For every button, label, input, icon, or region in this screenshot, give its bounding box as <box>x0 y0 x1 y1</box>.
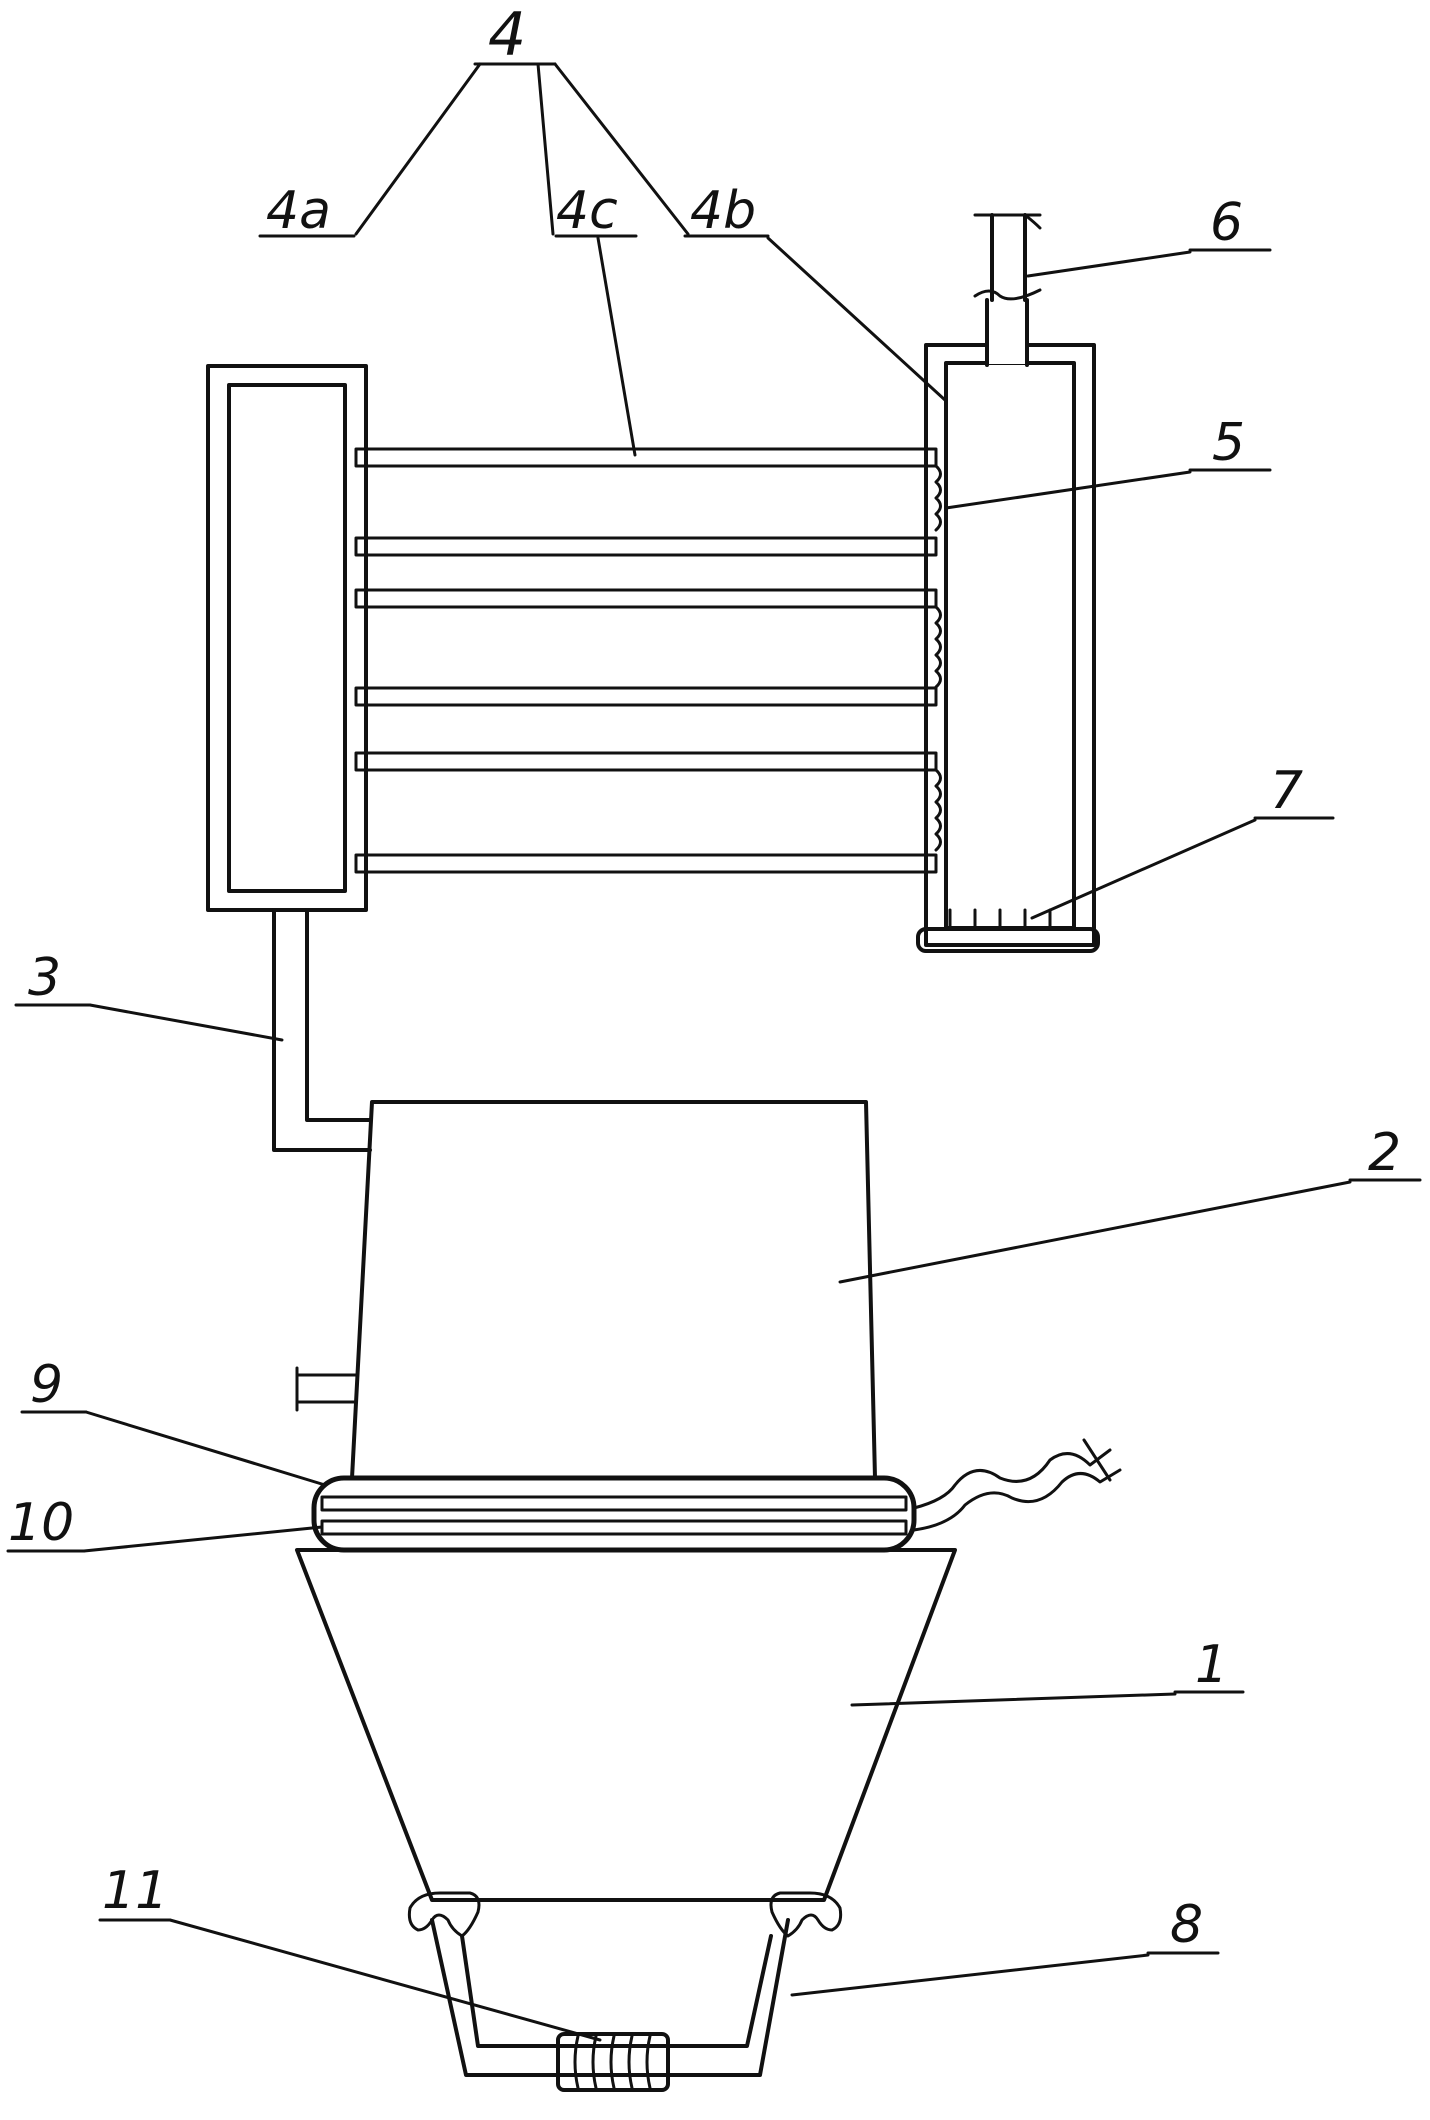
label-8: 8 <box>1170 1895 1203 1955</box>
label-4b: 4b <box>690 181 756 241</box>
leader-lines <box>6 62 1422 2042</box>
drain-plug-11 <box>556 2032 670 2092</box>
label-1: 1 <box>1195 1635 1228 1695</box>
label-5: 5 <box>1212 413 1245 473</box>
filter-7 <box>916 908 1100 953</box>
label-3: 3 <box>28 948 61 1008</box>
label-2: 2 <box>1368 1123 1401 1183</box>
membrane-5 <box>934 464 942 852</box>
label-9: 9 <box>30 1355 63 1415</box>
vessel-2 <box>295 1100 877 1480</box>
label-10: 10 <box>8 1493 74 1553</box>
header-box-4b <box>924 213 1096 947</box>
base-8 <box>407 1891 843 2077</box>
label-11: 11 <box>102 1861 168 1921</box>
pipe-3 <box>272 908 372 1152</box>
heating-band-9-10 <box>311 1438 1122 1553</box>
label-7: 7 <box>1270 761 1303 821</box>
header-box-4a <box>206 364 368 912</box>
vessel-1 <box>295 1548 957 1902</box>
condenser-tubes-4c <box>354 447 938 874</box>
labels: 4 4a 4c 4b 6 5 7 3 2 9 10 1 11 8 <box>8 0 1401 1955</box>
label-6: 6 <box>1210 193 1243 253</box>
label-4: 4 <box>488 0 526 70</box>
label-4c: 4c <box>556 181 618 241</box>
label-4a: 4a <box>266 181 331 241</box>
